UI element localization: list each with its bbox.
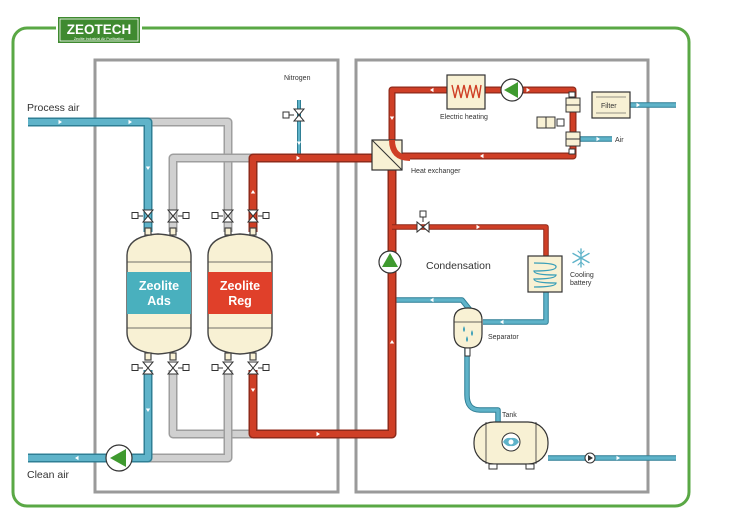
label-separator: Separator — [488, 334, 519, 341]
electric-heater — [446, 74, 486, 110]
zeolite-ads-vessel: Zeolite Ads — [126, 233, 192, 355]
pump-heating-loop[interactable] — [500, 78, 524, 102]
label-cooling-battery-line2: battery — [570, 280, 592, 287]
tank — [473, 421, 549, 470]
label-tank: Tank — [502, 412, 517, 419]
label-electric-heating: Electric heating — [440, 114, 488, 121]
pump-tank-outlet[interactable] — [584, 452, 596, 464]
valve-reg-top-left[interactable] — [211, 209, 235, 223]
ads-label-line2: Ads — [147, 294, 171, 308]
label-heat-exchanger: Heat exchanger — [411, 168, 461, 175]
label-cooling-battery-line1: Cooling — [570, 272, 594, 279]
label-clean-air: Clean air — [27, 469, 70, 481]
valve-nitrogen[interactable] — [282, 108, 306, 122]
cooling-battery — [527, 255, 563, 293]
label-filter: Filter — [601, 103, 617, 110]
valve-reg-bottom-left[interactable] — [211, 361, 235, 375]
red-pipes — [248, 86, 577, 439]
brand-name: ZEOTECH — [67, 22, 132, 37]
ads-label-line1: Zeolite — [139, 279, 179, 293]
brand-tagline: Zeolite Industrial Air Purification — [74, 37, 124, 41]
outer-frame — [11, 26, 691, 508]
pump-regeneration[interactable] — [378, 250, 402, 274]
label-air: Air — [615, 137, 624, 144]
gray-pipes — [148, 117, 253, 463]
vessel-nozzles — [144, 227, 257, 361]
valve-condensation[interactable] — [416, 210, 430, 234]
valve-reg-top-right[interactable] — [246, 209, 270, 223]
adsorption-panel — [93, 58, 340, 494]
label-process-air: Process air — [27, 102, 80, 114]
valve-ads-bottom-left[interactable] — [131, 361, 155, 375]
regeneration-panel — [354, 58, 650, 494]
valve-reg-bottom-right[interactable] — [246, 361, 270, 375]
pump-clean-air[interactable] — [105, 444, 133, 472]
heat-exchanger — [371, 139, 411, 171]
valve-ads-bottom-right[interactable] — [166, 361, 190, 375]
label-nitrogen: Nitrogen — [284, 75, 311, 82]
valve-ads-top-left[interactable] — [131, 209, 155, 223]
blue-pipes — [28, 100, 676, 463]
zeotech-logo: ZEOTECH Zeolite Industrial Air Purificat… — [56, 15, 142, 44]
air-dampers — [536, 91, 581, 155]
filter-box — [591, 91, 631, 119]
snowflake-icon — [572, 248, 590, 268]
valves — [131, 108, 430, 375]
zeolite-reg-vessel: Zeolite Reg — [207, 233, 273, 355]
separator-vessel — [453, 307, 483, 357]
reg-label-line1: Zeolite — [220, 279, 260, 293]
label-condensation: Condensation — [426, 260, 491, 272]
reg-label-line2: Reg — [228, 294, 252, 308]
valve-ads-top-right[interactable] — [166, 209, 190, 223]
